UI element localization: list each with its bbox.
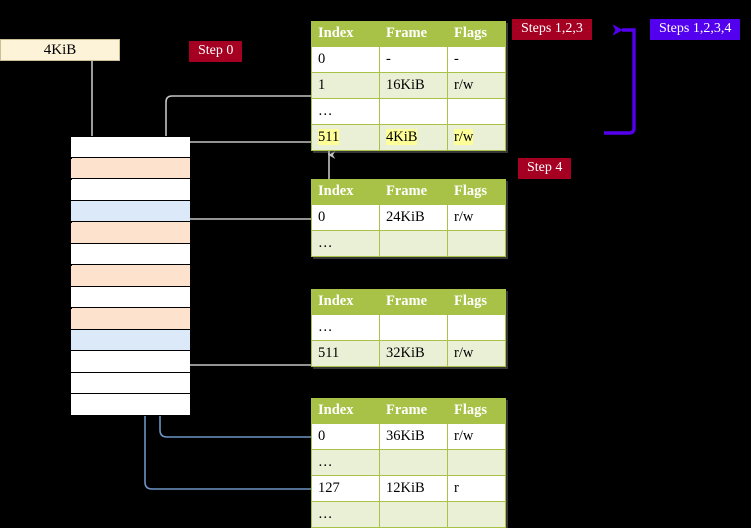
memory-block-9 [71, 329, 190, 351]
highlighted-value: r/w [454, 128, 474, 145]
cell-flags [447, 98, 506, 125]
memory-block-4 [71, 222, 190, 244]
cell-frame: 16KiB [379, 72, 448, 99]
column-header-frame: Frame [379, 21, 448, 47]
memory-block-12 [71, 394, 190, 416]
cell-flags [447, 230, 506, 257]
cell-index: 0 [311, 46, 380, 73]
column-header-frame: Frame [379, 398, 448, 424]
badge-step-0: Step 0 [189, 41, 243, 62]
column-header-index: Index [311, 289, 380, 315]
cell-index: … [311, 501, 380, 528]
memory-tick-0 [57, 136, 72, 137]
badge-step-4: Step 4 [518, 158, 572, 179]
cell-index: … [311, 314, 380, 341]
highlighted-value: 4KiB [386, 128, 418, 145]
cell-index: 127 [311, 475, 380, 502]
cell-index: … [311, 449, 380, 476]
cell-index: 1 [311, 72, 380, 99]
memory-block-11 [71, 372, 190, 394]
column-header-flags: Flags [447, 179, 506, 205]
badge-steps-123: Steps 1,2,3 [512, 19, 592, 40]
column-header-flags: Flags [447, 398, 506, 424]
memory-block-6 [71, 265, 190, 287]
cell-flags: r/w [447, 340, 506, 367]
memory-tick-4 [57, 222, 72, 223]
cell-frame [379, 501, 448, 528]
highlighted-value: 511 [318, 128, 340, 145]
cell-index: … [311, 230, 380, 257]
cell-flags [447, 449, 506, 476]
memory-block-1 [71, 157, 190, 179]
column-header-flags: Flags [447, 289, 506, 315]
table-row: … [311, 98, 506, 125]
source-size-label: 4KiB [43, 41, 77, 58]
column-header-index: Index [311, 179, 380, 205]
cell-frame [379, 314, 448, 341]
cell-frame: 4KiB [379, 124, 448, 151]
cell-frame [379, 98, 448, 125]
cell-index: … [311, 98, 380, 125]
memory-tick-2 [57, 179, 72, 180]
column-header-frame: Frame [379, 289, 448, 315]
table-row: … [311, 314, 506, 341]
memory-tick-1 [57, 157, 72, 159]
cell-flags [447, 314, 506, 341]
cell-index: 511 [311, 124, 380, 151]
memory-block-10 [71, 351, 190, 373]
cell-frame [379, 230, 448, 257]
cell-frame: 32KiB [379, 340, 448, 367]
table-row: … [311, 449, 506, 476]
table-row: … [311, 230, 506, 257]
cell-flags: - [447, 46, 506, 73]
cell-flags: r/w [447, 72, 506, 99]
cell-frame [379, 449, 448, 476]
column-header-index: Index [311, 21, 380, 47]
physical-memory-blocks [71, 136, 190, 416]
memory-block-2 [71, 179, 190, 201]
memory-block-0 [71, 136, 190, 158]
cell-index: 0 [311, 423, 380, 450]
memory-block-7 [71, 286, 190, 308]
cell-frame: 36KiB [379, 423, 448, 450]
memory-tick-8 [57, 308, 72, 309]
cell-index: 0 [311, 204, 380, 231]
cell-flags: r/w [447, 423, 506, 450]
memory-block-5 [71, 243, 190, 265]
badge-steps-1234: Steps 1,2,3,4 [650, 19, 741, 40]
memory-tick-6 [57, 265, 72, 266]
memory-block-3 [71, 200, 190, 222]
cell-flags [447, 501, 506, 528]
cell-frame: - [379, 46, 448, 73]
cell-index: 511 [311, 340, 380, 367]
table-row: … [311, 501, 506, 528]
column-header-frame: Frame [379, 179, 448, 205]
table-row: 511 4KiB r/w [311, 124, 506, 151]
source-size-box: 4KiB [0, 39, 120, 61]
table-row: 0-- [311, 46, 506, 73]
cell-flags: r [447, 475, 506, 502]
memory-block-8 [71, 308, 190, 330]
cell-frame: 24KiB [379, 204, 448, 231]
cell-frame: 12KiB [379, 475, 448, 502]
column-header-index: Index [311, 398, 380, 424]
cell-flags: r/w [447, 124, 506, 151]
column-header-flags: Flags [447, 21, 506, 47]
cell-flags: r/w [447, 204, 506, 231]
